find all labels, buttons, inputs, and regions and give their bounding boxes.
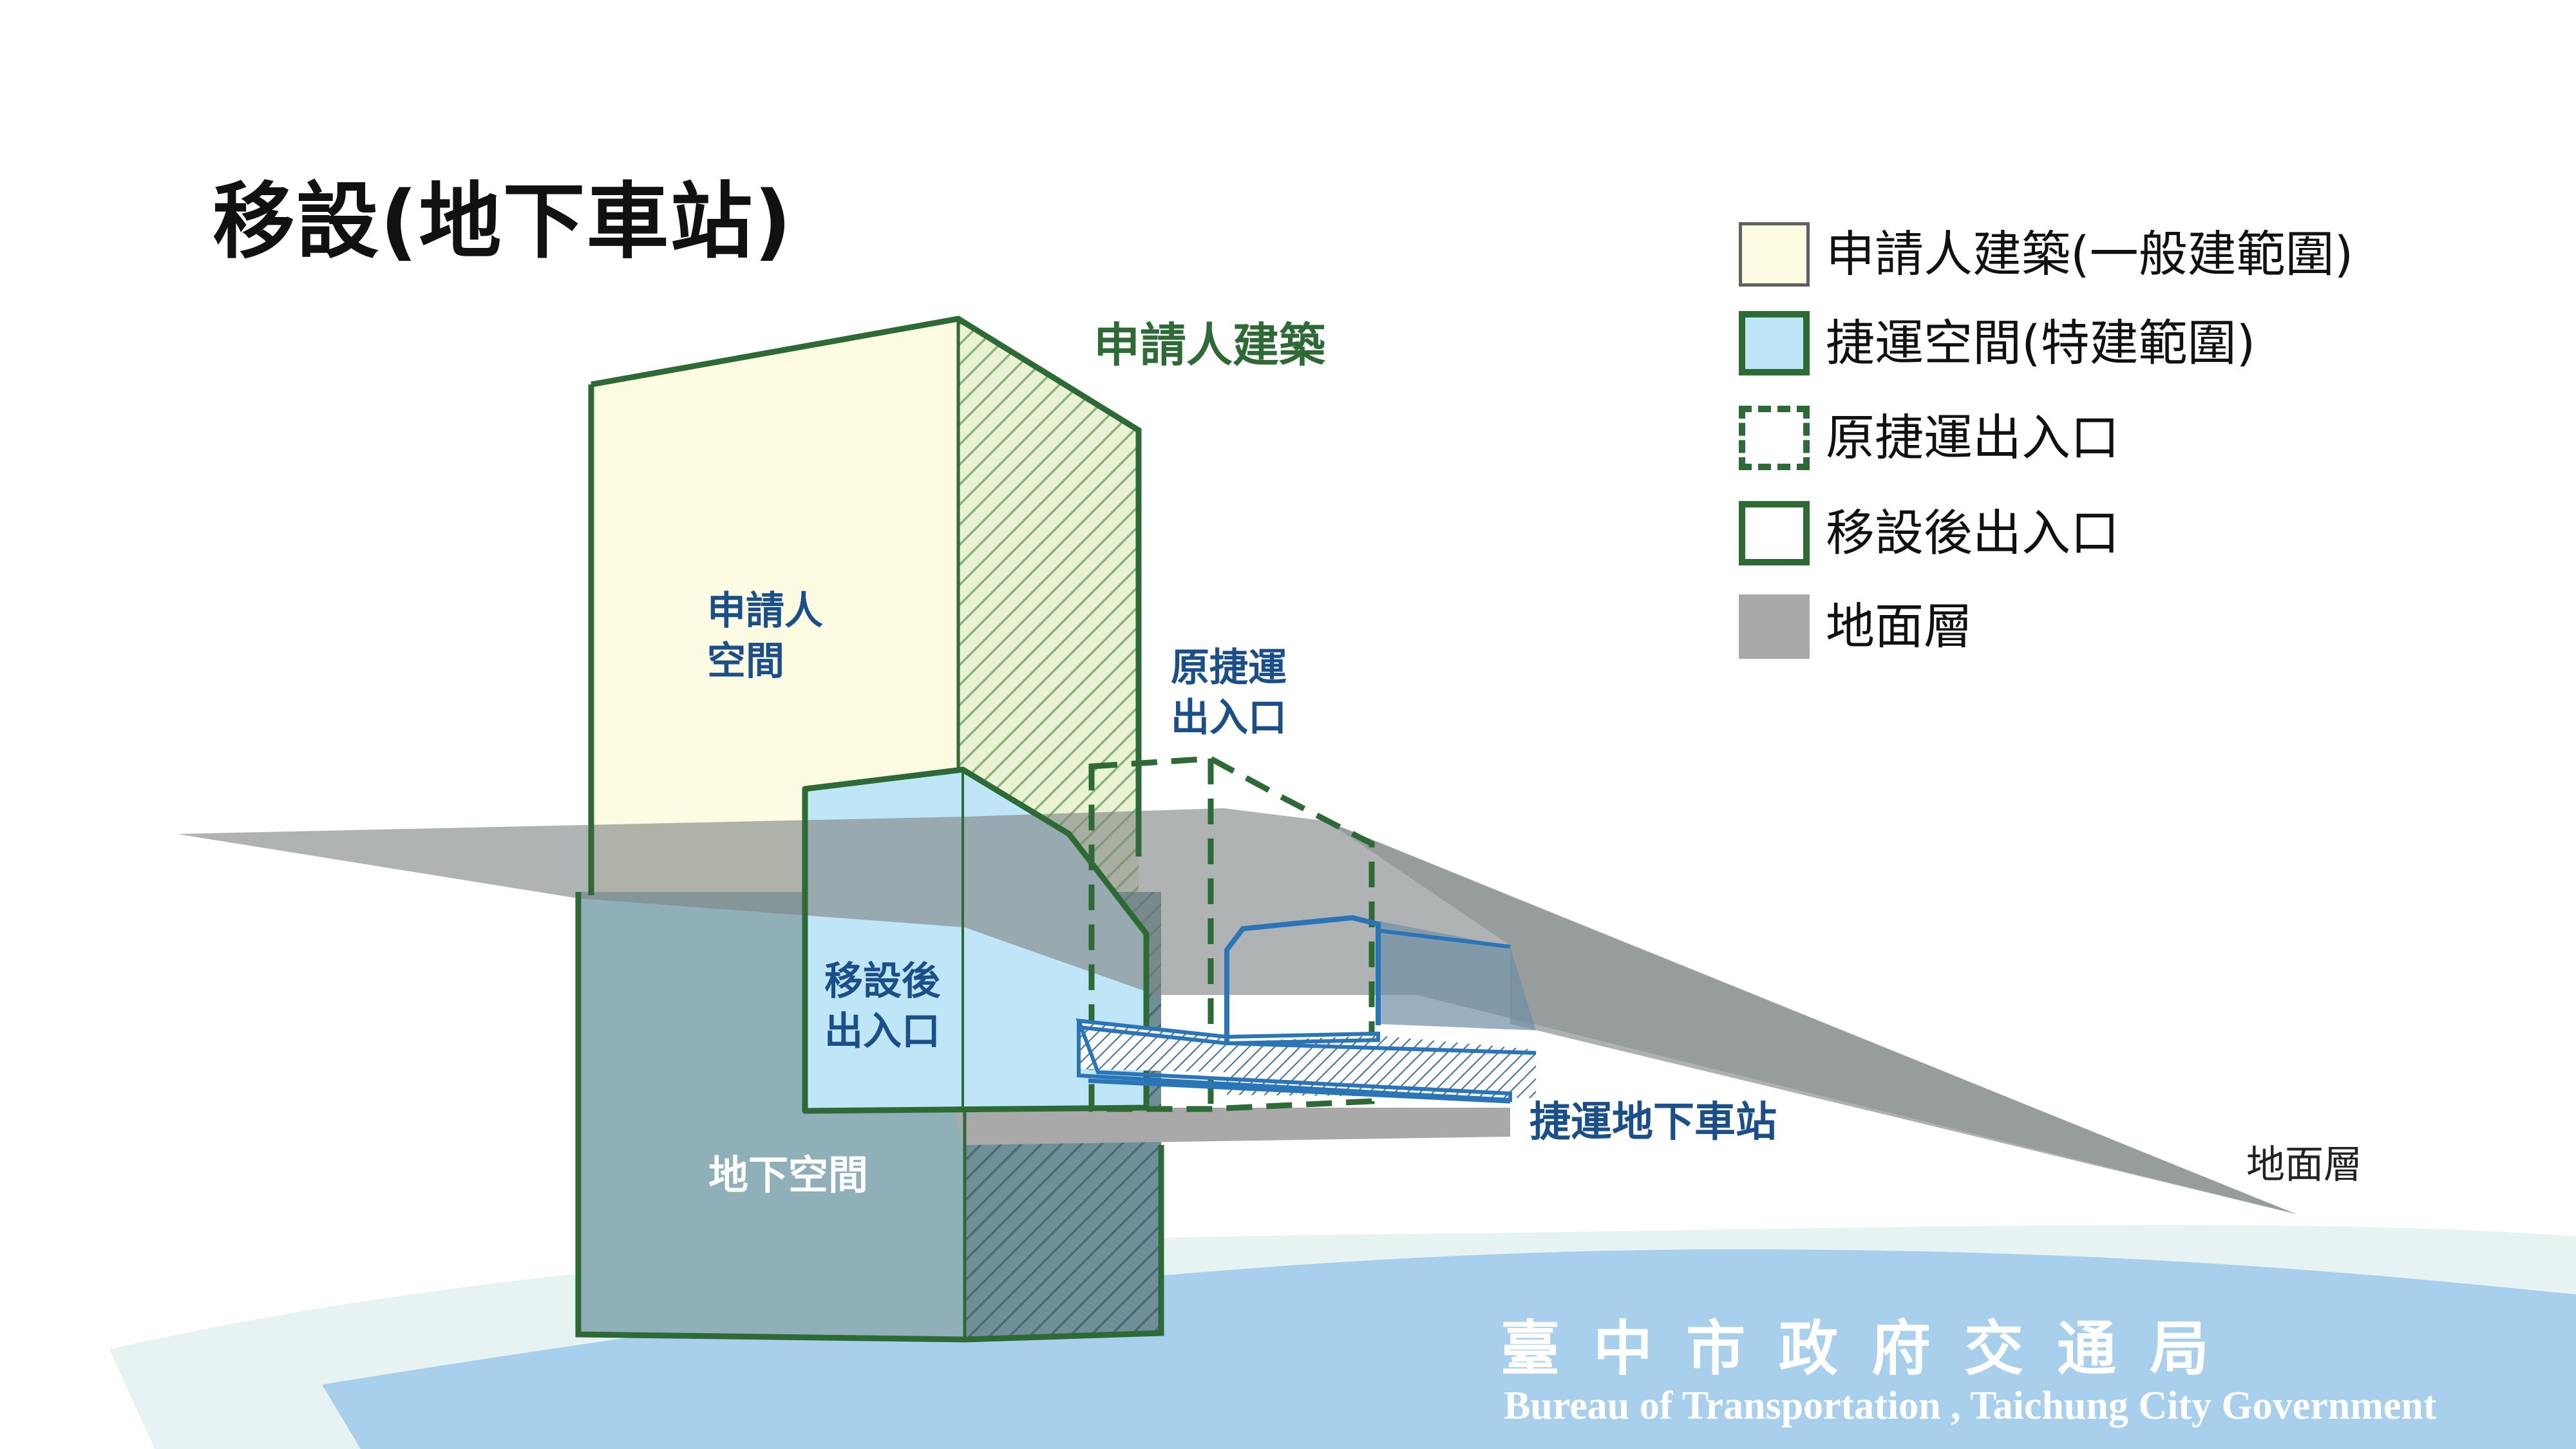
label-ground-level: 地面層 <box>2246 1142 2362 1188</box>
legend-item-original-entrance: 原捷運出入口 <box>1739 406 2512 470</box>
station-outline <box>1224 914 1381 1042</box>
station-roof <box>1378 921 1536 1030</box>
label-relocated-entrance-line2: 出入口 <box>824 1009 940 1054</box>
label-mrt-station: 捷運地下車站 <box>1530 1099 1777 1146</box>
legend-label: 原捷運出入口 <box>1826 409 2119 466</box>
label-applicant-space: 申請人 空間 <box>707 586 823 687</box>
legend-swatch-applicant-building <box>1739 222 1810 287</box>
legend-swatch-relocated-entrance <box>1739 501 1810 565</box>
legend-swatch-mrt-space <box>1739 311 1810 375</box>
label-applicant-building: 申請人建築 <box>1094 318 1326 372</box>
legend-item-relocated-entrance: 移設後出入口 <box>1739 501 2512 565</box>
legend-item-mrt-space: 捷運空間(特建範圍) <box>1739 311 2512 375</box>
label-underground-space: 地下空間 <box>708 1151 869 1198</box>
legend-label: 申請人建築(一般建範圍) <box>1826 225 2354 283</box>
station-slab <box>953 1108 1510 1145</box>
label-relocated-entrance-line1: 移設後 <box>824 959 940 1004</box>
station-base-line <box>1088 1078 1511 1104</box>
background-wave-blue <box>322 1249 2576 1449</box>
legend-item-ground-level: 地面層 <box>1739 594 2512 659</box>
label-applicant-space-line2: 空間 <box>707 639 784 684</box>
legend-item-applicant-building: 申請人建築(一般建範圍) <box>1739 222 2512 287</box>
label-original-entrance-line2: 出入口 <box>1171 696 1287 741</box>
legend-swatch-ground-level <box>1739 594 1810 659</box>
station-base-line-2 <box>1226 1041 1537 1055</box>
page-title: 移設(地下車站) <box>213 174 793 270</box>
label-relocated-entrance: 移設後 出入口 <box>824 956 940 1057</box>
applicant-building-outline <box>591 316 1142 857</box>
label-original-entrance-line1: 原捷運 <box>1171 645 1287 690</box>
applicant-building-side <box>958 319 1139 895</box>
legend-swatch-original-entrance <box>1739 406 1810 470</box>
label-applicant-space-line1: 申請人 <box>707 589 823 634</box>
ground-slab <box>177 808 2296 1214</box>
footer-org-chinese: 臺中市政府交通局 <box>1501 1314 2243 1383</box>
label-original-entrance: 原捷運 出入口 <box>1171 643 1287 743</box>
legend-label: 移設後出入口 <box>1826 504 2119 562</box>
legend-label: 捷運空間(特建範圍) <box>1826 314 2256 372</box>
legend-label: 地面層 <box>1826 598 1973 655</box>
station-roof-line <box>1378 929 1511 949</box>
footer-org-english: Bureau of Transportation , Taichung City… <box>1504 1384 2437 1428</box>
applicant-building-front <box>591 319 958 895</box>
